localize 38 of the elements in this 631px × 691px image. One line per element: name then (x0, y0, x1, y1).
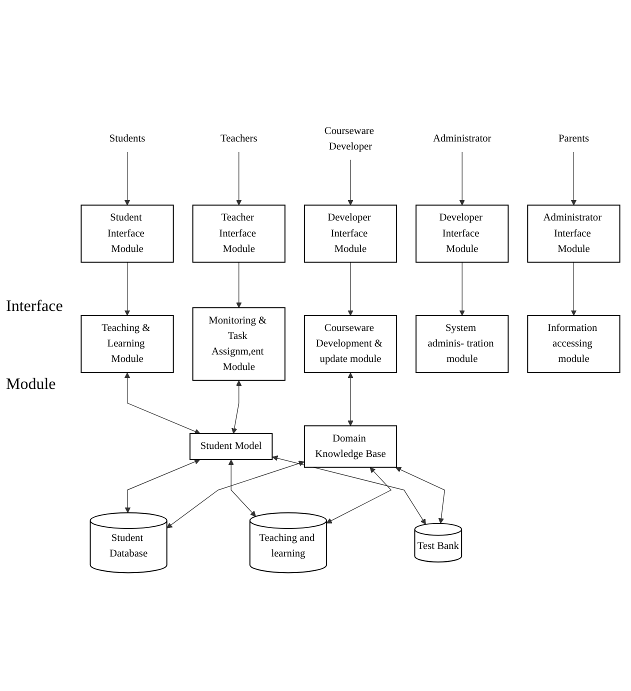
arrow (166, 460, 304, 528)
node-text: Administrator (432, 133, 492, 144)
arrow (272, 455, 426, 525)
arrow (228, 460, 256, 517)
row-label: Module (6, 376, 57, 394)
arrow (348, 159, 354, 206)
arrow (124, 262, 130, 316)
node-box: Courseware Development & update module (304, 315, 398, 374)
arrow (236, 262, 242, 308)
node-box: Domain Knowledge Base (304, 425, 398, 468)
node-text: Students (109, 133, 146, 144)
node-box: Student Interface Module (80, 204, 174, 263)
row-label: Interface (6, 298, 64, 316)
node-box: Teaching & Learning Module (80, 315, 174, 374)
node-text: Courseware Developer (324, 125, 374, 152)
node-box: Student Model (190, 433, 273, 460)
arrow (124, 459, 200, 514)
node-box: Teacher Interface Module (192, 204, 286, 263)
node-box: System adminis- tration module (416, 315, 509, 374)
node-box: Administrator Interface Module (527, 204, 620, 263)
node-box: Developer Interface Module (304, 204, 398, 263)
arrow (570, 262, 577, 316)
arrow (570, 152, 577, 206)
arrow (348, 262, 354, 316)
node-text: Teachers (220, 133, 258, 144)
arrow (459, 262, 465, 316)
node-text: Parents (558, 133, 590, 144)
arrow (459, 152, 465, 206)
arrow (395, 467, 446, 524)
arrow (232, 380, 242, 434)
arrow (326, 467, 392, 524)
node-box: Monitoring & Task Assignm,ent Module (192, 307, 286, 381)
arrow (236, 152, 242, 206)
node-box: Information accessing module (527, 315, 620, 374)
arrow (124, 152, 130, 206)
arrow (348, 372, 354, 426)
arrow (124, 372, 200, 434)
node-box: Developer Interface Module (416, 204, 509, 263)
